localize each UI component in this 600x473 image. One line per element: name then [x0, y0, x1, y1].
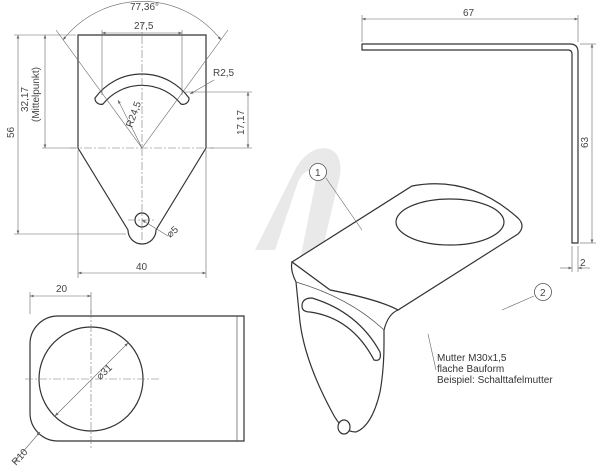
bottom-offset-label: 20	[56, 284, 68, 295]
thickness-label: 2	[580, 258, 586, 269]
corner-radius-label: R10	[10, 447, 31, 468]
callout-1-circle	[309, 163, 327, 181]
height-label: 63	[580, 136, 591, 148]
callout-2-circle	[534, 283, 552, 301]
slot-radius-label: R2,5	[213, 68, 235, 79]
arc-slot	[94, 73, 190, 105]
note-line-2: flache Bauform	[437, 364, 504, 375]
iso-small-hole	[337, 419, 351, 435]
side-view: 67 63 2	[361, 8, 596, 272]
iso-large-hole	[395, 198, 505, 246]
mittelpunkt-label: (Mittelpunkt)	[31, 67, 42, 122]
mittelpunkt-value: 32,17	[20, 87, 31, 112]
angle-label: 77,36°	[130, 2, 159, 13]
iso-arc-slot	[301, 297, 381, 361]
side-profile	[361, 43, 579, 244]
isometric-view: 1 2 Mutter M30x1,5 flache Bauform Beispi…	[290, 163, 553, 435]
note-line-3: Beispiel: Schalttafelmutter	[437, 375, 553, 386]
length-label: 67	[463, 8, 475, 19]
height-total-label: 56	[6, 126, 17, 138]
width-label: 40	[136, 262, 148, 273]
top-view: 77,36° 27,5 R2,5 R24,5 56 32,17 (Mittelp…	[6, 1, 252, 278]
hole-diameter-label: ⌀5	[165, 224, 181, 240]
callout-2: 2	[540, 288, 546, 299]
callout-1: 1	[315, 168, 321, 179]
note-line-1: Mutter M30x1,5	[437, 353, 507, 364]
slot-span-label: 27,5	[134, 21, 154, 32]
offset-label: 17,17	[236, 110, 247, 135]
bottom-view: 20 ⌀31 R10	[10, 284, 245, 468]
